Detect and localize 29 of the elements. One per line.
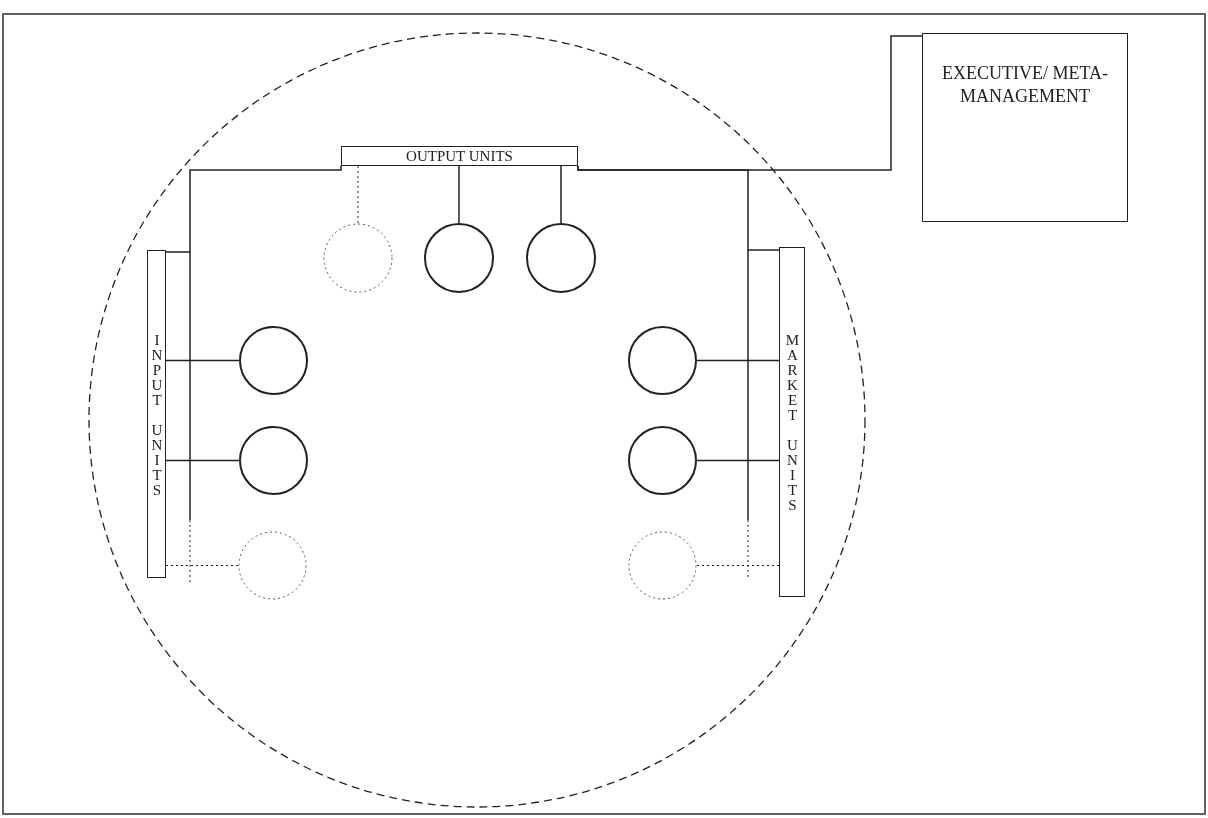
box-label: INPUT UNITS [149, 331, 164, 497]
connector-line [165, 165, 342, 253]
unit-circle [628, 426, 697, 495]
connector-line [577, 165, 780, 251]
unit-circle [526, 223, 596, 293]
unit-circle [238, 531, 307, 600]
connector-line [560, 165, 562, 224]
connector-line [696, 565, 780, 566]
connector-line [165, 565, 239, 566]
unit-circle [628, 326, 697, 395]
box-label: EXECUTIVE/ META- MANAGEMENT [941, 62, 1109, 107]
label-box [779, 247, 805, 597]
unit-circle [628, 531, 697, 600]
connector-line [165, 459, 240, 462]
label-box [341, 146, 578, 166]
connector-line [458, 165, 460, 224]
connector-line [696, 359, 780, 362]
box-label: MARKET UNITS [784, 332, 800, 512]
box-label: OUTPUT UNITS [406, 147, 513, 165]
unit-circle [239, 326, 308, 395]
connector-line [696, 459, 780, 462]
unit-circle [424, 223, 494, 293]
connector-line [165, 359, 240, 362]
unit-circle [239, 426, 308, 495]
label-box [147, 250, 166, 578]
connector-line [357, 165, 359, 224]
unit-circle [323, 223, 393, 293]
dashed-boundary-circle [88, 32, 866, 808]
label-box [922, 33, 1128, 222]
